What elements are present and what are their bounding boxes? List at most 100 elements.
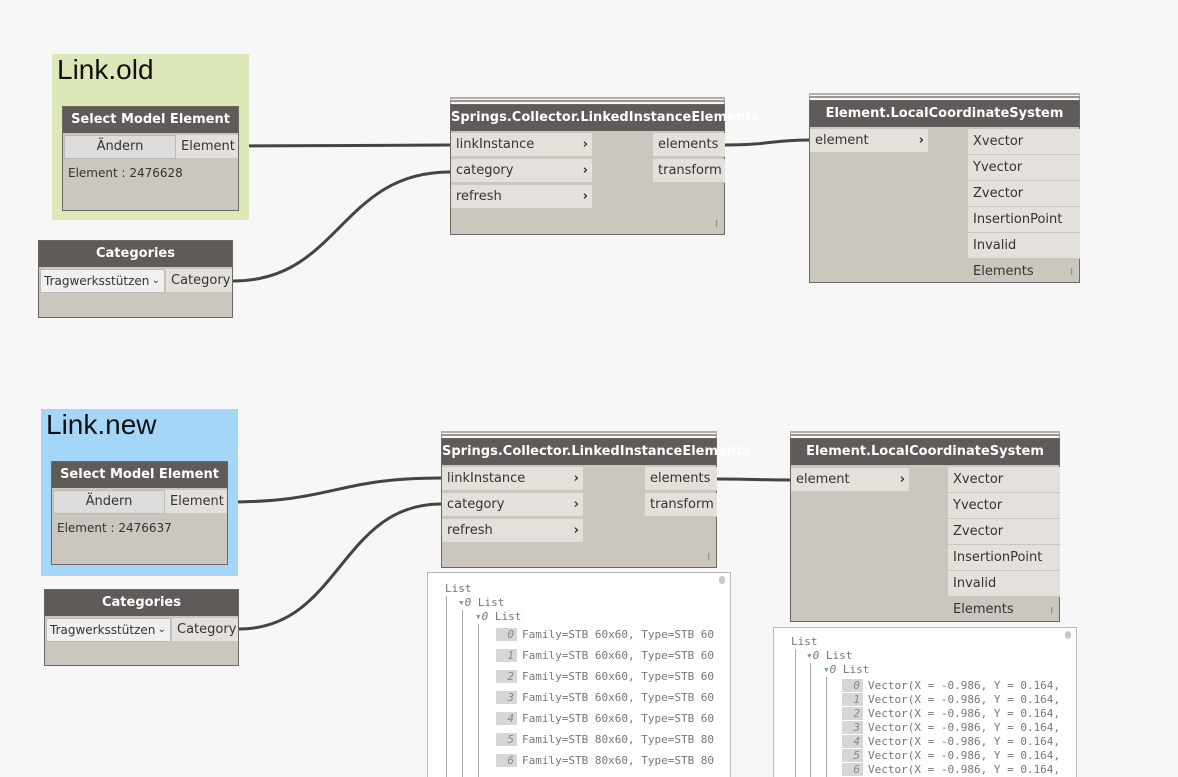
input-port-linkinstance[interactable]: linkInstance› — [442, 467, 583, 491]
lacing-indicator: l — [1070, 268, 1073, 278]
dropdown-value: Tragwerksstützen — [50, 623, 156, 637]
chevron-right-icon: › — [582, 137, 588, 152]
wire — [716, 477, 791, 482]
output-port-transform[interactable]: transform — [645, 493, 717, 517]
list-level-2[interactable]: ▾0 List — [475, 610, 521, 623]
item-value: Vector(X = -0.986, Y = 0.164, — [868, 721, 1061, 734]
caret-down-icon: ▾ — [806, 649, 813, 662]
wire — [724, 138, 811, 147]
port-label: category — [447, 497, 505, 512]
linked-instance-elements-node[interactable]: Springs.Collector.LinkedInstanceElements… — [450, 104, 759, 235]
lacing-indicator: l — [707, 553, 710, 563]
category-dropdown[interactable]: Tragwerksstützen⌄ — [40, 269, 165, 293]
input-port-element[interactable]: element› — [791, 468, 909, 492]
item-value: Vector(X = -0.986, Y = 0.164, — [868, 679, 1061, 692]
local-coordinate-system-node[interactable]: Element.LocalCoordinateSystem element› X… — [809, 100, 1080, 283]
chevron-right-icon: › — [899, 472, 905, 487]
output-port-invalid-elements[interactable]: Invalid Elements — [948, 571, 1060, 617]
item-index: 4 — [842, 735, 863, 748]
item-index: 6 — [842, 763, 863, 776]
node-title: Element.LocalCoordinateSystem — [810, 101, 1079, 127]
output-port-elements[interactable]: elements — [653, 133, 725, 157]
scrollbar[interactable] — [1065, 631, 1071, 639]
output-port-xvector[interactable]: Xvector — [968, 129, 1080, 155]
output-port-transform[interactable]: transform — [653, 159, 725, 183]
chevron-right-icon: › — [582, 189, 588, 204]
item-index: 6 — [496, 754, 517, 767]
element-value: Element : 2476637 — [57, 521, 172, 535]
list-level-1[interactable]: ▾0 List — [458, 596, 504, 609]
item-value: Family=STB 60x60, Type=STB 60 — [522, 691, 715, 704]
scrollbar[interactable] — [719, 576, 725, 584]
change-button[interactable]: Ändern — [53, 490, 165, 514]
list-level-2[interactable]: ▾0 List — [823, 663, 869, 676]
item-index: 1 — [496, 649, 517, 662]
item-value: Family=STB 60x60, Type=STB 60 — [522, 649, 715, 662]
port-label: category — [456, 163, 514, 178]
input-port-refresh[interactable]: refresh› — [442, 519, 583, 543]
output-port-zvector[interactable]: Zvector — [968, 181, 1080, 207]
categories-node[interactable]: Categories Tragwerksstützen⌄ Category — [38, 240, 233, 318]
item-value: Family=STB 60x60, Type=STB 60 — [522, 628, 715, 641]
list-label: List — [825, 649, 853, 662]
wire — [238, 502, 442, 631]
output-port-invalid-elements[interactable]: Invalid Elements — [968, 233, 1080, 279]
item-value: Vector(X = -0.986, Y = 0.164, — [868, 707, 1061, 720]
list-level-1[interactable]: ▾0 List — [806, 649, 852, 662]
item-index: 5 — [496, 733, 517, 746]
input-port-linkinstance[interactable]: linkInstance› — [451, 133, 592, 157]
input-port-category[interactable]: category› — [442, 493, 583, 517]
local-coordinate-system-node[interactable]: Element.LocalCoordinateSystem element› X… — [790, 438, 1060, 622]
select-model-element-node[interactable]: Select Model Element Ändern Element Elem… — [51, 461, 228, 565]
input-port-category[interactable]: category› — [451, 159, 592, 183]
node-title: Element.LocalCoordinateSystem — [791, 439, 1059, 465]
output-port-xvector[interactable]: Xvector — [948, 467, 1060, 493]
node-title: Springs.Collector.LinkedInstanceElements — [442, 439, 750, 465]
list-index: 0 — [464, 596, 472, 609]
port-label: element — [815, 133, 869, 148]
node-title: Select Model Element — [63, 107, 238, 133]
port-label: linkInstance — [447, 471, 526, 486]
output-port-category[interactable]: Category — [166, 269, 232, 293]
lacing-indicator: l — [1050, 607, 1053, 617]
item-value: Vector(X = -0.986, Y = 0.164, — [868, 749, 1061, 762]
input-port-refresh[interactable]: refresh› — [451, 185, 592, 209]
caret-down-icon: ▾ — [458, 596, 465, 609]
output-port-category[interactable]: Category — [172, 618, 238, 642]
list-label: List — [842, 663, 870, 676]
output-port-yvector[interactable]: Yvector — [968, 155, 1080, 181]
output-port-zvector[interactable]: Zvector — [948, 519, 1060, 545]
category-dropdown[interactable]: Tragwerksstützen⌄ — [46, 618, 171, 642]
change-button[interactable]: Ändern — [64, 135, 176, 159]
linked-instance-elements-node[interactable]: Springs.Collector.LinkedInstanceElements… — [441, 438, 750, 568]
wire — [238, 143, 451, 148]
output-port-element[interactable]: Element — [165, 490, 227, 514]
group-title: Link.old — [57, 54, 154, 85]
select-model-element-node[interactable]: Select Model Element Ändern Element Elem… — [62, 106, 239, 211]
input-port-element[interactable]: element› — [810, 129, 928, 153]
output-port-insertionpoint[interactable]: InsertionPoint — [948, 545, 1060, 571]
output-port-element[interactable]: Element — [176, 135, 238, 159]
caret-down-icon: ▾ — [475, 610, 482, 623]
item-value: Family=STB 80x60, Type=STB 80 — [522, 754, 715, 767]
lacing-indicator: l — [715, 220, 718, 230]
categories-node[interactable]: Categories Tragwerksstützen⌄ Category — [44, 589, 239, 666]
output-port-insertionpoint[interactable]: InsertionPoint — [968, 207, 1080, 233]
list-item: 6 Family=STB 80x60, Type=STB 80 — [496, 754, 714, 767]
output-port-yvector[interactable]: Yvector — [948, 493, 1060, 519]
output-port-elements[interactable]: elements — [645, 467, 717, 491]
chevron-down-icon: ⌄ — [157, 624, 166, 635]
item-index: 3 — [496, 691, 517, 704]
list-root: List — [791, 635, 818, 648]
item-value: Vector(X = -0.986, Y = 0.164, — [868, 763, 1061, 776]
item-index: 0 — [496, 628, 517, 641]
